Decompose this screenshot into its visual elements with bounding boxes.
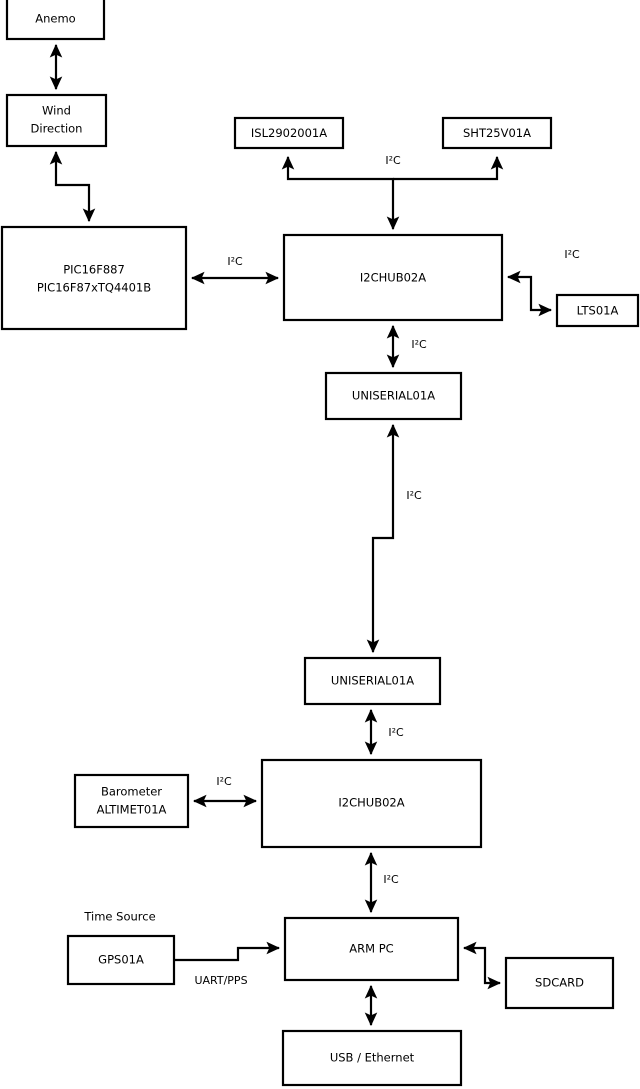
connector-line <box>462 941 502 990</box>
block-label: GPS01A <box>98 953 144 967</box>
block-outline <box>303 656 442 706</box>
connector-gps-armpc: UART/PPS <box>174 941 281 987</box>
connector-line <box>506 270 553 317</box>
block-label-line1: PIC16F887 <box>63 263 125 277</box>
block-outline <box>5 0 106 41</box>
block-label: SDCARD <box>535 976 584 990</box>
block-label: UNISERIAL01A <box>352 389 435 403</box>
connector-label-hubtop-lts: I²C <box>564 248 580 261</box>
connector-uniserialbot-hubbot: I²C <box>364 708 404 756</box>
block-label-line1: Wind <box>42 104 71 118</box>
block-outline <box>555 293 640 328</box>
block-pic-mcu[interactable]: PIC16F887 PIC16F87xTQ4401B <box>0 225 188 331</box>
connector-label-hubbot-armpc: I²C <box>383 873 399 886</box>
block-outline <box>0 225 188 331</box>
connector-line-isl <box>281 155 400 231</box>
block-label-line2: PIC16F87xTQ4401B <box>37 281 151 295</box>
connector-uniserial-link: I²C <box>366 423 422 654</box>
block-wind-direction[interactable]: Wind Direction <box>5 93 108 148</box>
connector-line <box>174 941 281 962</box>
block-i2chub02a-top[interactable]: I2CHUB02A <box>282 233 504 322</box>
connector-label-uniserialbot-hubbot: I²C <box>388 726 404 739</box>
block-label: I2CHUB02A <box>338 796 404 810</box>
block-uniserial01a-bottom[interactable]: UNISERIAL01A <box>303 656 442 706</box>
connector-pic-hubtop: I²C <box>190 255 280 285</box>
connector-label-barometer-hubbot: I²C <box>216 775 232 788</box>
connector-armpc-sdcard <box>462 941 502 990</box>
block-outline <box>66 934 176 986</box>
block-outline <box>504 956 615 1010</box>
block-label: ISL2902001A <box>251 126 327 140</box>
block-sht25v01a[interactable]: SHT25V01A <box>441 116 553 150</box>
label-time-source: Time Source <box>83 910 155 924</box>
block-i2chub02a-bottom[interactable]: I2CHUB02A <box>260 758 483 849</box>
block-outline <box>282 233 504 322</box>
block-outline <box>324 371 463 421</box>
connector-line-sht <box>393 155 504 181</box>
block-label: LTS01A <box>577 304 619 318</box>
connector-hubbot-armpc: I²C <box>364 851 399 914</box>
block-outline <box>233 116 345 150</box>
block-outline <box>73 773 190 829</box>
block-sdcard[interactable]: SDCARD <box>504 956 615 1010</box>
connector-hubtop-lts: I²C <box>506 248 580 317</box>
block-outline <box>441 116 553 150</box>
connector-label-pic-hubtop: I²C <box>227 255 243 268</box>
connector-barometer-hubbot: I²C <box>192 775 258 808</box>
block-outline <box>283 916 460 982</box>
block-outline <box>5 93 108 148</box>
block-label: UNISERIAL01A <box>331 674 414 688</box>
block-isl2902001a[interactable]: ISL2902001A <box>233 116 345 150</box>
block-arm-pc[interactable]: ARM PC <box>283 916 460 982</box>
block-barometer-altimet01a[interactable]: Barometer ALTIMET01A <box>73 773 190 829</box>
block-label-line2: Direction <box>31 122 83 136</box>
block-lts01a[interactable]: LTS01A <box>555 293 640 328</box>
connector-label-hubtop-sensors: I²C <box>385 154 401 167</box>
block-label: ARM PC <box>349 942 393 956</box>
block-label: USB / Ethernet <box>330 1051 415 1065</box>
block-usb-ethernet[interactable]: USB / Ethernet <box>281 1029 463 1087</box>
block-label: Anemo <box>35 12 75 26</box>
block-label-line1: Barometer <box>101 785 162 799</box>
connector-hubtop-uniserialtop: I²C <box>386 324 427 369</box>
connector-label-hubtop-uniserialtop: I²C <box>411 338 427 351</box>
block-anemo[interactable]: Anemo <box>5 0 106 41</box>
block-outline <box>281 1029 463 1087</box>
block-uniserial01a-top[interactable]: UNISERIAL01A <box>324 371 463 421</box>
connector-line <box>366 423 400 654</box>
block-label: I2CHUB02A <box>360 271 426 285</box>
connector-label-gps-armpc: UART/PPS <box>194 974 247 987</box>
connector-wind-pic <box>49 150 96 223</box>
block-label: SHT25V01A <box>463 126 531 140</box>
connector-hubtop-sensors: I²C <box>281 154 504 231</box>
block-gps01a[interactable]: GPS01A <box>66 934 176 986</box>
block-label-line2: ALTIMET01A <box>97 803 167 817</box>
connector-line <box>49 150 96 223</box>
connector-label-uniserial-link: I²C <box>406 489 422 502</box>
block-outline <box>260 758 483 849</box>
